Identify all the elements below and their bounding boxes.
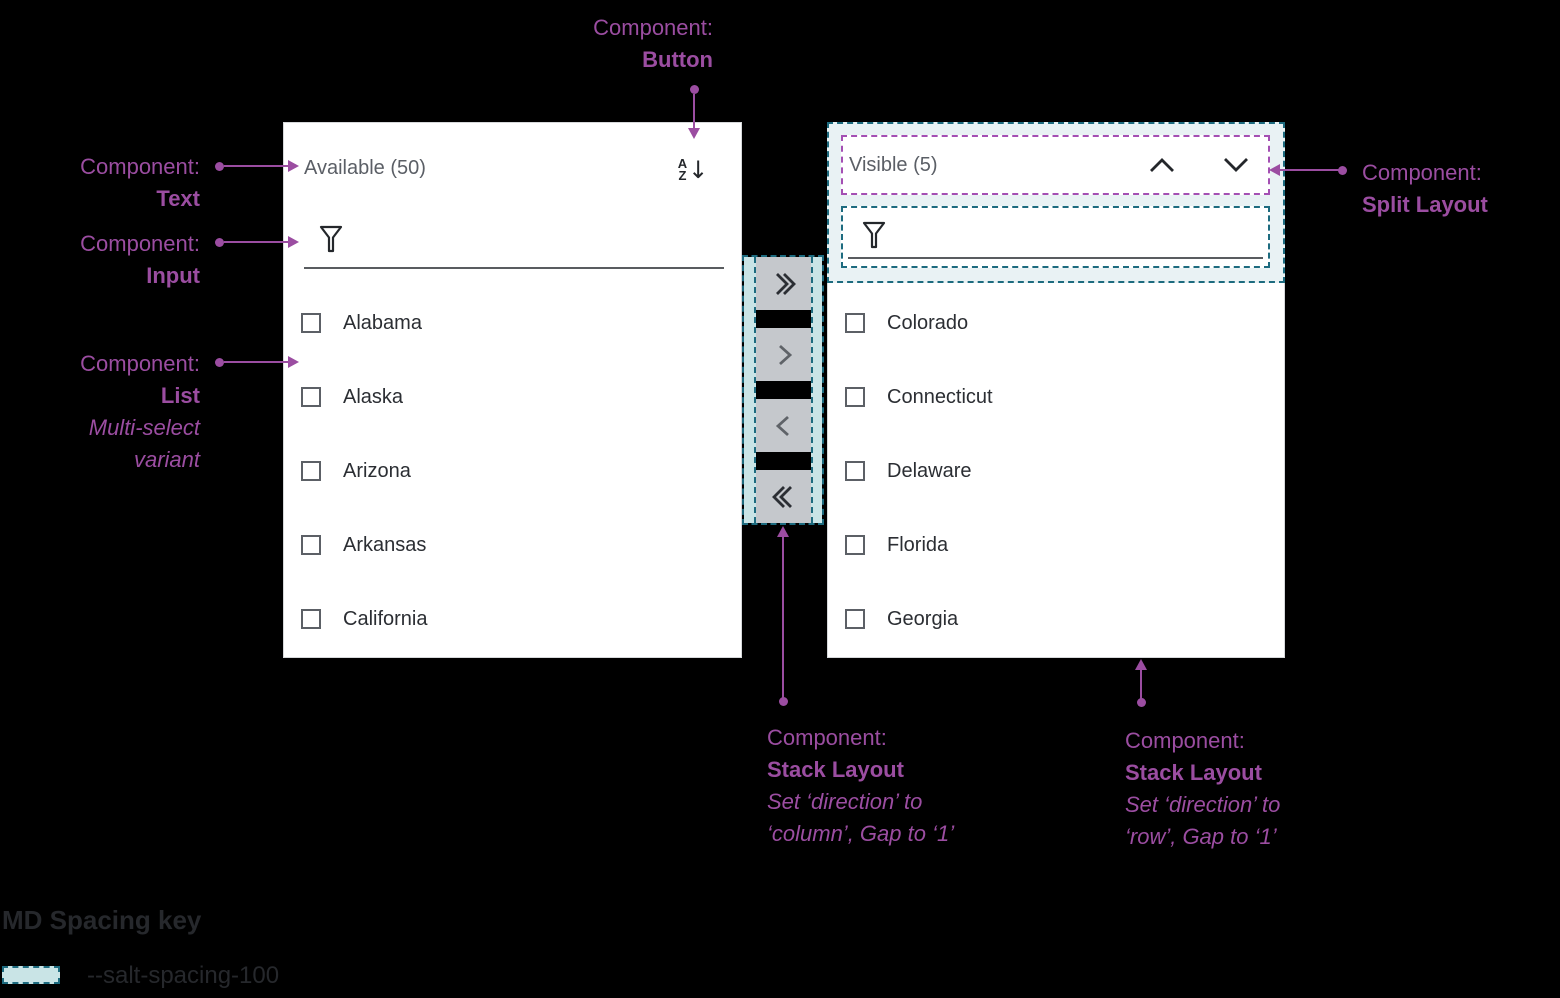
annotation-list: Component: List Multi-select variant bbox=[80, 351, 200, 472]
connector-dot bbox=[1137, 698, 1146, 707]
list-item-label: Arkansas bbox=[343, 533, 427, 556]
connector-line bbox=[693, 94, 695, 128]
connector-line bbox=[224, 165, 289, 167]
move-all-left-button[interactable] bbox=[756, 470, 811, 523]
list-item[interactable]: Alabama bbox=[301, 311, 723, 334]
connector-dot bbox=[215, 358, 224, 367]
list-item-label: California bbox=[343, 607, 428, 630]
list-item[interactable]: Connecticut bbox=[845, 385, 1266, 408]
visible-panel-title: Visible (5) bbox=[849, 153, 938, 176]
visible-list: Colorado Connecticut Delaware Florida Ge… bbox=[845, 311, 1266, 630]
list-item[interactable]: California bbox=[301, 607, 723, 630]
move-up-button[interactable] bbox=[1144, 147, 1180, 183]
chevron-right-icon bbox=[778, 344, 792, 365]
list-item-label: Alaska bbox=[343, 385, 404, 408]
connector-line bbox=[782, 536, 784, 698]
connector-arrowhead bbox=[288, 160, 299, 172]
move-down-button[interactable] bbox=[1218, 147, 1254, 183]
move-right-button[interactable] bbox=[756, 328, 811, 381]
spacing-strip bbox=[744, 257, 756, 523]
annotation-button: Component: Button bbox=[593, 15, 713, 72]
checkbox[interactable] bbox=[845, 609, 865, 629]
split-layout-outline: Visible (5) bbox=[841, 135, 1270, 195]
connector-line bbox=[1140, 669, 1142, 699]
move-all-right-button[interactable] bbox=[756, 257, 811, 310]
list-item[interactable]: Alaska bbox=[301, 385, 723, 408]
checkbox[interactable] bbox=[301, 461, 321, 481]
list-item-label: Georgia bbox=[887, 607, 959, 630]
filter-funnel-icon bbox=[862, 221, 886, 249]
connector-line bbox=[224, 361, 289, 363]
spacing-overlay-column-stack bbox=[742, 255, 824, 525]
checkbox[interactable] bbox=[845, 313, 865, 333]
connector-arrowhead bbox=[1269, 164, 1280, 176]
connector-dot bbox=[779, 697, 788, 706]
connector-arrowhead bbox=[688, 128, 700, 139]
connector-dot bbox=[1338, 166, 1347, 175]
spacing-key-label: --salt-spacing-100 bbox=[87, 962, 280, 989]
annotation-stack-column: Component: Stack Layout Set ‘direction’ … bbox=[767, 725, 955, 846]
connector-line bbox=[224, 241, 289, 243]
list-item[interactable]: Arkansas bbox=[301, 533, 723, 556]
spacing-overlay-row-stack: Visible (5) bbox=[827, 122, 1285, 283]
list-item-label: Alabama bbox=[343, 311, 422, 334]
checkbox[interactable] bbox=[845, 387, 865, 407]
list-item-label: Connecticut bbox=[887, 385, 993, 408]
checkbox[interactable] bbox=[301, 313, 321, 333]
spacing-strip bbox=[811, 257, 822, 523]
salt-spacing-100-swatch bbox=[2, 966, 60, 984]
visible-filter-input[interactable] bbox=[841, 206, 1270, 268]
connector-arrowhead bbox=[1135, 659, 1147, 670]
annotation-stack-row: Component: Stack Layout Set ‘direction’ … bbox=[1125, 728, 1281, 849]
connector-dot bbox=[690, 85, 699, 94]
annotation-input: Component: Input bbox=[80, 231, 200, 288]
annotation-split-layout: Component: Split Layout bbox=[1362, 160, 1488, 217]
checkbox[interactable] bbox=[845, 535, 865, 555]
list-item[interactable]: Florida bbox=[845, 533, 1266, 556]
available-filter-input[interactable] bbox=[304, 219, 724, 269]
checkbox[interactable] bbox=[301, 535, 321, 555]
double-chevron-right-icon bbox=[775, 272, 796, 295]
connector-line bbox=[1280, 169, 1341, 171]
list-item-label: Florida bbox=[887, 533, 949, 556]
list-item[interactable]: Arizona bbox=[301, 459, 723, 482]
connector-dot bbox=[215, 162, 224, 171]
double-chevron-left-icon bbox=[771, 485, 792, 508]
connector-dot bbox=[215, 238, 224, 247]
chevron-down-icon bbox=[1224, 158, 1248, 172]
spacing-key-title: MD Spacing key bbox=[2, 905, 202, 935]
checkbox[interactable] bbox=[845, 461, 865, 481]
list-item[interactable]: Colorado bbox=[845, 311, 1266, 334]
chevron-up-icon bbox=[1150, 158, 1174, 172]
list-item-label: Arizona bbox=[343, 459, 411, 482]
list-item[interactable]: Georgia bbox=[845, 607, 1266, 630]
sort-descending-arrow-icon: ↓ bbox=[688, 156, 709, 184]
annotation-text: Component: Text bbox=[80, 154, 200, 211]
checkbox[interactable] bbox=[301, 387, 321, 407]
connector-arrowhead bbox=[288, 356, 299, 368]
available-panel-title: Available (50) bbox=[304, 157, 426, 179]
input-underline bbox=[848, 257, 1263, 259]
checkbox[interactable] bbox=[301, 609, 321, 629]
filter-funnel-icon bbox=[319, 225, 343, 253]
move-left-button[interactable] bbox=[756, 399, 811, 452]
available-list: Alabama Alaska Arizona Arkansas Californ… bbox=[301, 311, 723, 630]
connector-arrowhead bbox=[288, 236, 299, 248]
list-item-label: Colorado bbox=[887, 311, 969, 334]
list-item[interactable]: Delaware bbox=[845, 459, 1266, 482]
list-item-label: Delaware bbox=[887, 459, 972, 482]
connector-arrowhead bbox=[777, 526, 789, 537]
chevron-left-icon bbox=[775, 415, 789, 436]
input-underline bbox=[304, 267, 724, 269]
